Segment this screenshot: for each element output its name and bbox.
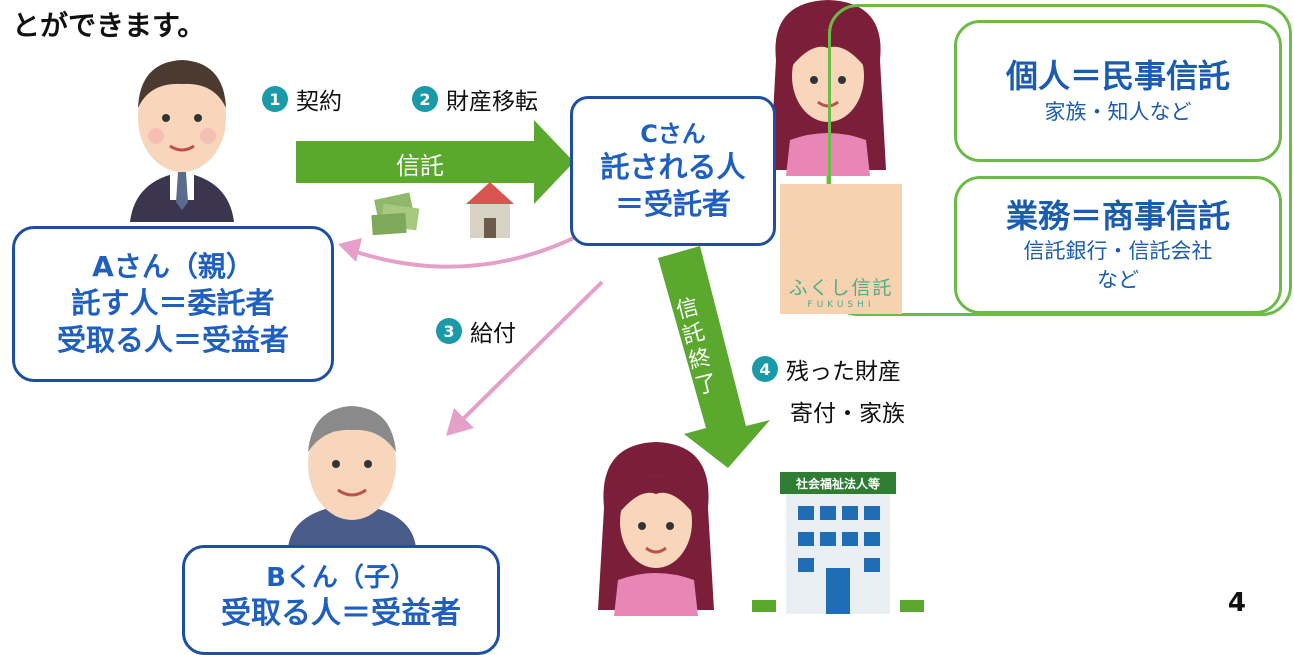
settlor-box: Aさん（親） 託す人＝委託者 受取る人＝受益者 (12, 226, 334, 382)
civil-trust-sub: 家族・知人など (1044, 99, 1192, 124)
logo-text: ふくし信託 (788, 277, 894, 299)
civil-trust-title: 個人＝民事信託 (1005, 57, 1230, 96)
beneficiary-box: Bくん（子） 受取る人＝受益者 (182, 545, 500, 655)
boy-beneficiary-icon (288, 406, 416, 548)
step-3-number: 3 (436, 318, 462, 344)
trust-type-group (828, 4, 1292, 316)
step-4-label: 残った財産 (786, 359, 901, 385)
step-1-contract: 1 契約 (262, 82, 342, 116)
settlor-role: 託す人＝委託者 (71, 285, 275, 320)
beneficiary-role: 受取る人＝受益者 (221, 596, 461, 632)
page-number: 4 (1227, 588, 1246, 618)
step-2-label: 財産移転 (446, 89, 538, 115)
step-3-label: 給付 (470, 321, 516, 347)
step-4-remaining: 4 残った財産 (752, 352, 901, 386)
trustee-name: Cさん (640, 119, 706, 148)
step-1-number: 1 (262, 86, 288, 112)
step-3-benefit: 3 給付 (436, 314, 516, 348)
trustee-desc: 託される人 (600, 150, 746, 185)
trust-transfer-arrow (296, 120, 574, 204)
settlor-beneficiary-role: 受取る人＝受益者 (56, 322, 289, 357)
fukushi-trust-logo: ふくし信託 FUKUSHI (780, 184, 902, 314)
logo-sub: FUKUSHI (807, 300, 875, 310)
money-icon (371, 192, 420, 236)
trustee-role: ＝受託者 (614, 187, 731, 222)
step-2-number: 2 (412, 86, 438, 112)
woman-family-icon (598, 442, 714, 616)
man-elder-icon (130, 60, 234, 222)
commercial-trust-box: 業務＝商事信託 信託銀行・信託会社 など (954, 176, 1282, 314)
beneficiary-name: Bくん（子） (266, 563, 416, 593)
commercial-trust-sub1: 信託銀行・信託会社 (1023, 239, 1213, 264)
step-4-sub: 寄付・家族 (790, 401, 905, 427)
building-icon (752, 494, 924, 614)
commercial-trust-sub2: など (1097, 267, 1139, 292)
trust-end-arrow (658, 246, 770, 468)
trust-arrow-label: 信託 (396, 152, 444, 180)
step-4-number: 4 (752, 356, 778, 382)
trustee-box: Cさん 託される人 ＝受託者 (570, 96, 776, 246)
benefit-arrow-to-a (338, 232, 583, 269)
benefit-arrow-to-b (446, 280, 604, 436)
welfare-corporation-sign: 社会福祉法人等 (780, 472, 896, 494)
step-1-label: 契約 (296, 89, 342, 115)
house-icon (466, 182, 514, 238)
commercial-trust-title: 業務＝商事信託 (1005, 196, 1230, 235)
settlor-name: Aさん（親） (92, 249, 254, 283)
civil-trust-box: 個人＝民事信託 家族・知人など (954, 20, 1282, 162)
step-2-transfer: 2 財産移転 (412, 82, 538, 116)
heading-text: とができます。 (12, 9, 206, 42)
